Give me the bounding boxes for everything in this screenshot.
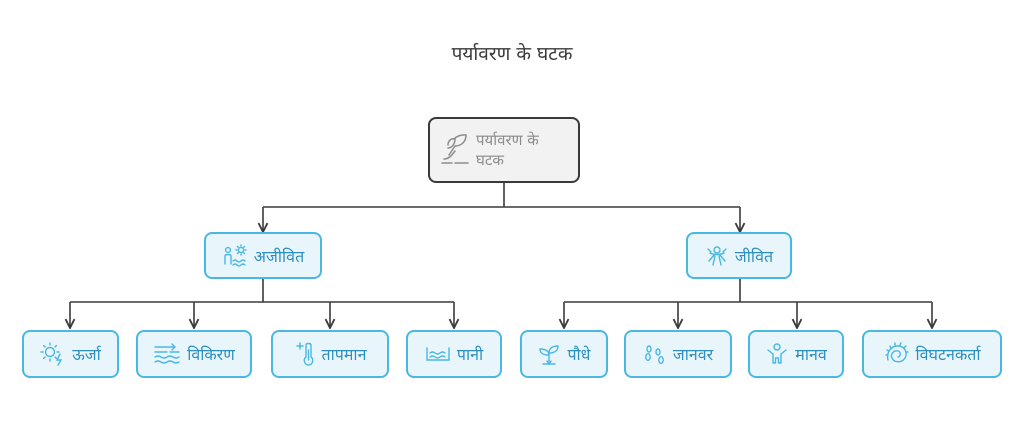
temperature-label: तापमान (321, 345, 367, 364)
thermometer-icon (294, 341, 316, 367)
human-icon (765, 342, 789, 366)
decomposer-icon (884, 342, 910, 366)
connector-biotic-bus (564, 279, 932, 303)
energy-node[interactable]: ऊर्जा (22, 330, 119, 378)
paw-prints-icon (643, 343, 667, 365)
connector-abiotic-bus (70, 279, 454, 303)
animals-label: जानवर (672, 345, 714, 364)
water-waves-icon (425, 345, 451, 363)
connector-root-bus (263, 183, 740, 208)
plant-leaf-icon (440, 133, 470, 167)
water-node[interactable]: पानी (406, 330, 502, 378)
root-label: पर्यावरण केघटक (476, 131, 539, 169)
radiation-label: विकिरण (187, 345, 235, 364)
water-label: पानी (456, 345, 484, 364)
sun-energy-icon (40, 342, 66, 366)
abiotic-node[interactable]: अजीवित (204, 232, 322, 279)
root-node[interactable]: पर्यावरण केघटक (428, 117, 580, 183)
plants-node[interactable]: पौधे (520, 330, 608, 378)
sprout-icon (537, 342, 561, 366)
radiation-waves-icon (153, 343, 181, 365)
person-sun-water-icon (222, 243, 248, 268)
decomposers-node[interactable]: विघटनकर्ता (862, 330, 1002, 378)
humans-node[interactable]: मानव (748, 330, 844, 378)
organism-icon (705, 244, 729, 268)
decomposers-label: विघटनकर्ता (915, 345, 981, 364)
diagram-title: पर्यावरण के घटक (451, 43, 573, 65)
temperature-node[interactable]: तापमान (271, 330, 389, 378)
animals-node[interactable]: जानवर (624, 330, 732, 378)
abiotic-label: अजीवित (253, 246, 305, 266)
humans-label: मानव (795, 345, 827, 364)
energy-label: ऊर्जा (72, 345, 101, 364)
plants-label: पौधे (567, 345, 591, 364)
radiation-node[interactable]: विकिरण (136, 330, 252, 378)
biotic-label: जीवित (734, 246, 774, 266)
biotic-node[interactable]: जीवित (686, 232, 792, 279)
